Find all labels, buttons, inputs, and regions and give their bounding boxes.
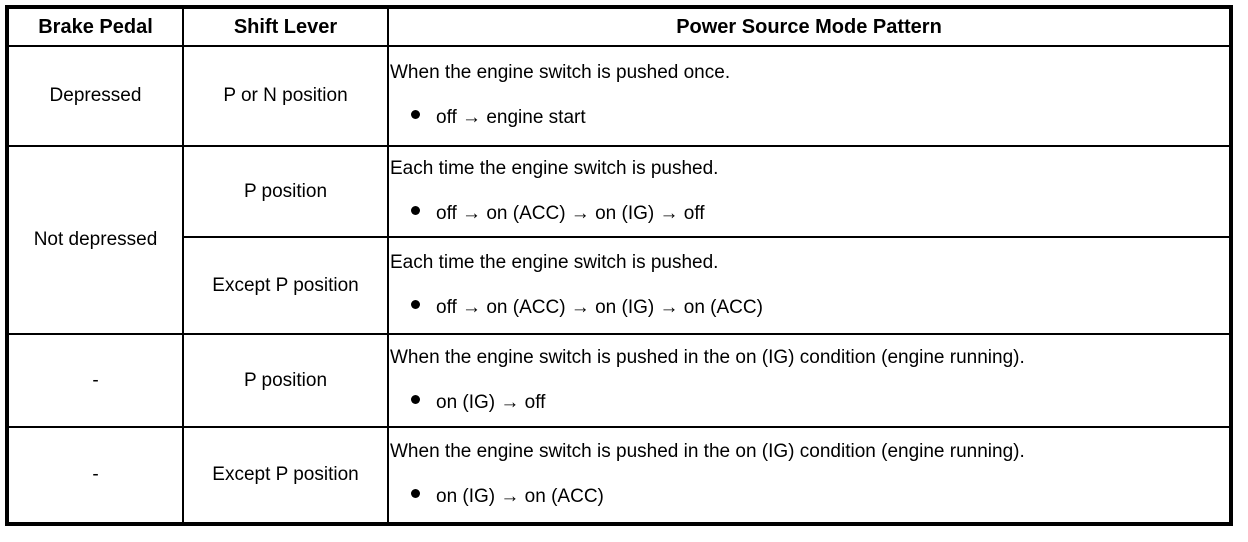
filled-circle-bullet-icon (411, 489, 420, 498)
cell-shift-lever: P position (182, 145, 389, 238)
pattern-bullet-text: off → engine start (436, 107, 586, 128)
table-row: - P position When the engine switch is p… (6, 333, 1232, 428)
power-source-mode-pattern-table: Brake Pedal Shift Lever Power Source Mod… (5, 5, 1233, 526)
pattern-bullet-line: off → engine start (389, 107, 1229, 130)
pattern-bullet-text: off → on (ACC) → on (IG) → on (ACC) (436, 296, 763, 318)
cell-shift-lever: P position (182, 333, 389, 428)
cell-shift-lever: P or N position (182, 45, 389, 147)
cell-shift-lever: Except P position (182, 236, 389, 335)
cell-power-source-mode-pattern: Each time the engine switch is pushed. o… (387, 145, 1232, 238)
pattern-bullet-text: on (IG) → off (436, 391, 546, 413)
pattern-bullet-text: off → on (ACC) → on (IG) → off (436, 202, 705, 224)
pattern-bullet-line: on (IG) → off (389, 392, 1229, 415)
pattern-description: When the engine switch is pushed once. (390, 62, 731, 84)
cell-brake-pedal: Not depressed (6, 145, 184, 335)
header-shift-lever: Shift Lever (182, 6, 389, 47)
cell-power-source-mode-pattern: When the engine switch is pushed once. o… (387, 45, 1232, 147)
cell-power-source-mode-pattern: When the engine switch is pushed in the … (387, 333, 1232, 428)
table-row: Not depressed P position Each time the e… (6, 145, 1232, 335)
table-header-row: Brake Pedal Shift Lever Power Source Mod… (6, 6, 1232, 47)
filled-circle-bullet-icon (411, 205, 420, 215)
table-row: - Except P position When the engine swit… (6, 426, 1232, 525)
filled-circle-bullet-icon (411, 110, 420, 119)
table-row: Depressed P or N position When the engin… (6, 45, 1232, 147)
pattern-bullet-line: on (IG) → on (ACC) (389, 486, 1229, 509)
pattern-bullet-line: off → on (ACC) → on (IG) → on (ACC) (389, 297, 1229, 320)
header-brake-pedal: Brake Pedal (6, 6, 184, 47)
pattern-bullet-line: off → on (ACC) → on (IG) → off (389, 203, 1229, 226)
pattern-description: Each time the engine switch is pushed. (390, 251, 719, 273)
cell-power-source-mode-pattern: When the engine switch is pushed in the … (387, 426, 1232, 525)
cell-shift-lever: Except P position (182, 426, 389, 525)
filled-circle-bullet-icon (411, 299, 420, 309)
header-power-source-mode-pattern: Power Source Mode Pattern (387, 6, 1232, 47)
filled-circle-bullet-icon (411, 394, 420, 404)
pattern-description: When the engine switch is pushed in the … (390, 346, 1025, 368)
cell-brake-pedal: - (6, 333, 184, 428)
pattern-bullet-text: on (IG) → on (ACC) (436, 486, 604, 507)
cell-brake-pedal: - (6, 426, 184, 525)
pattern-description: When the engine switch is pushed in the … (390, 441, 1025, 463)
table-row: Except P position Each time the engine s… (7, 236, 1232, 335)
pattern-description: Each time the engine switch is pushed. (390, 157, 719, 179)
cell-brake-pedal: Depressed (6, 45, 184, 147)
cell-power-source-mode-pattern: Each time the engine switch is pushed. o… (387, 236, 1232, 335)
